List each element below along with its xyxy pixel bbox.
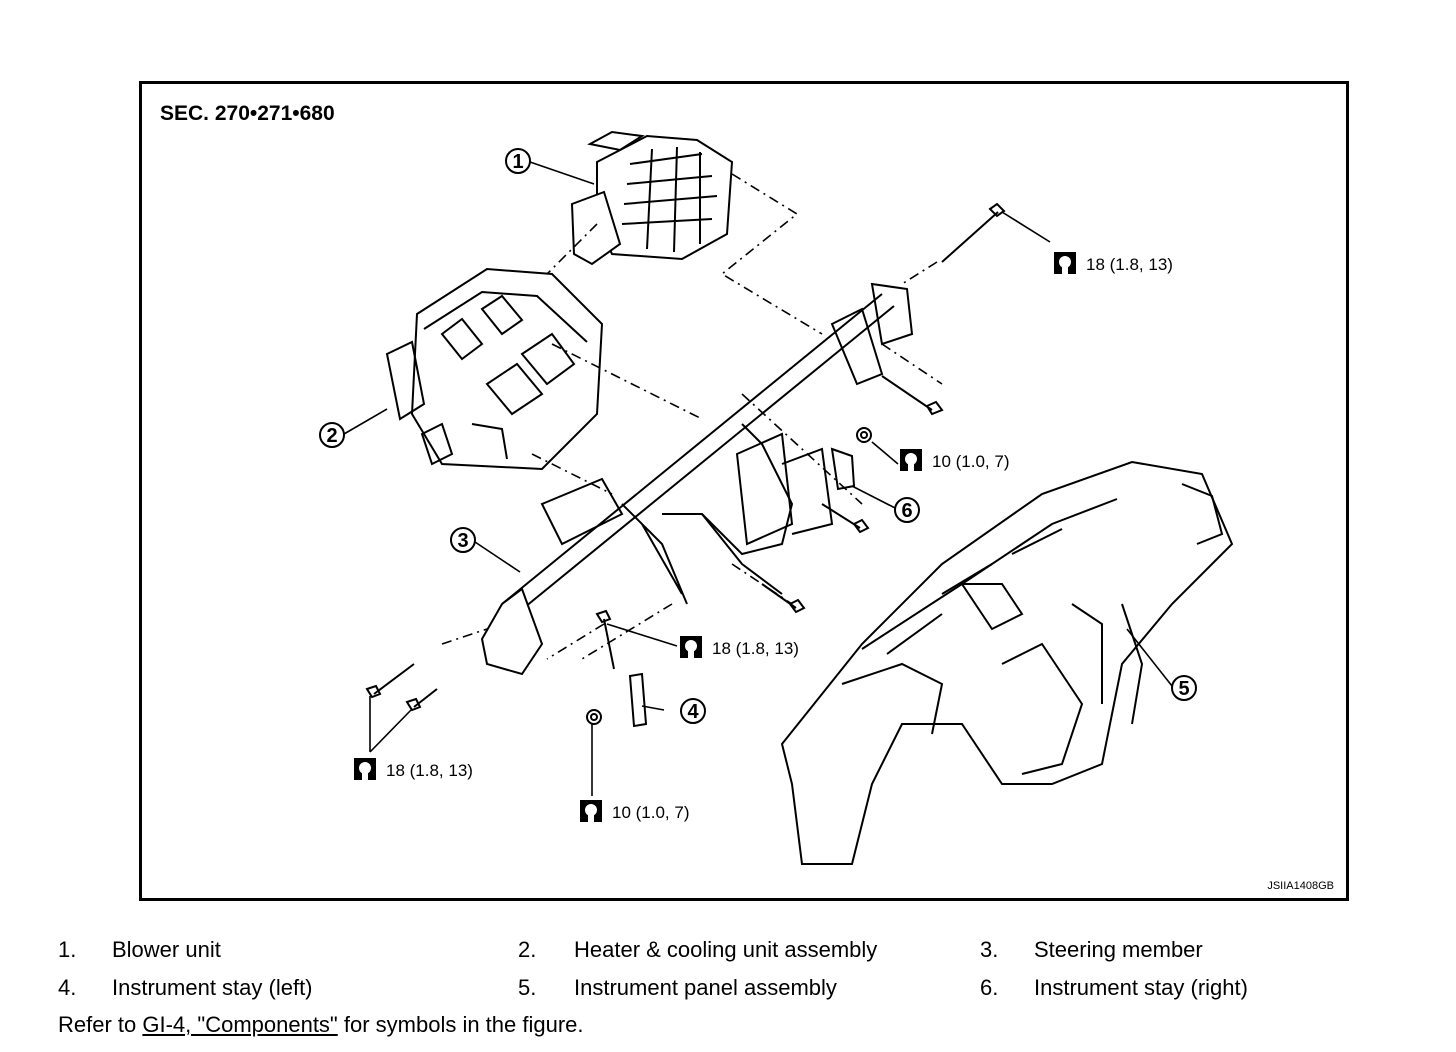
legend-num-3: 3.: [980, 937, 999, 962]
callout-1: 1: [512, 151, 523, 173]
legend-num-6: 6.: [980, 975, 999, 1000]
leader-5: [1126, 628, 1173, 687]
fasteners: [365, 202, 1006, 725]
leader-t1: [1001, 211, 1051, 243]
leader-1: [529, 161, 595, 185]
exploded-diagram: SEC. 270•271•680: [139, 81, 1349, 901]
callout-4: 4: [687, 701, 699, 723]
leader-2: [343, 408, 388, 435]
callout-2: 2: [326, 425, 337, 447]
torque-top-right: 18 (1.8, 13): [1086, 255, 1173, 274]
leader-6: [851, 485, 898, 510]
legend-num-5: 5.: [518, 975, 537, 1000]
instrument-stay-left-drawing: [628, 672, 648, 728]
callout-circle-6: [894, 497, 920, 523]
torque-wrench-icon: [354, 758, 376, 780]
section-label: SEC. 270•271•680: [160, 102, 335, 125]
figure-id: JSIIA1408GB: [1267, 880, 1334, 892]
refer-suffix: for symbols in the figure.: [337, 1012, 584, 1037]
legend-label-3: Steering member: [1034, 937, 1203, 962]
steering-member-drawing: [480, 282, 914, 676]
callout-circle-3: [450, 527, 476, 553]
torque-bottom-center: 10 (1.0, 7): [612, 803, 690, 822]
torque-wrench-icon: [680, 636, 702, 658]
torque-center: 18 (1.8, 13): [712, 639, 799, 658]
leader-t4: [369, 696, 413, 753]
instrument-panel-drawing: [780, 460, 1234, 865]
legend-label-1: Blower unit: [112, 937, 221, 962]
refer-note: Refer to GI-4, "Components" for symbols …: [58, 1012, 584, 1038]
legend-label-6: Instrument stay (right): [1034, 975, 1248, 1000]
instrument-stay-right-drawing: [830, 447, 856, 491]
callout-5: 5: [1178, 678, 1189, 700]
legend-label-2: Heater & cooling unit assembly: [574, 937, 878, 962]
torque-wrench-icon: [1054, 252, 1076, 274]
callout-3: 3: [457, 530, 468, 552]
legend-num-1: 1.: [58, 937, 77, 962]
callout-circle-2: [319, 422, 345, 448]
torque-bottom-left: 18 (1.8, 13): [386, 761, 473, 780]
callout-circle-1: [505, 148, 531, 174]
diagram-drawing: 1 2 3 4 5 6 18 (1.8, 13) 10 (1.0, 7) 18 …: [319, 130, 1234, 865]
legend-num-4: 4.: [58, 975, 77, 1000]
legend-label-5: Instrument panel assembly: [574, 975, 837, 1000]
blower-unit-drawing: [570, 130, 734, 266]
torque-wrench-icon: [580, 800, 602, 822]
callout-circle-5: [1171, 675, 1197, 701]
components-link[interactable]: GI-4, "Components": [142, 1012, 338, 1037]
refer-prefix: Refer to: [58, 1012, 143, 1037]
leader-t2: [871, 441, 899, 465]
heater-cooling-unit-drawing: [385, 267, 604, 471]
leader-4: [641, 705, 665, 711]
torque-wrench-icon: [900, 449, 922, 471]
legend-label-4: Instrument stay (left): [112, 975, 313, 1000]
leader-t3: [606, 623, 678, 647]
callout-circle-4: [680, 698, 706, 724]
torque-mid-right: 10 (1.0, 7): [932, 452, 1010, 471]
leader-3: [474, 541, 521, 573]
legend-num-2: 2.: [518, 937, 537, 962]
callout-6: 6: [901, 500, 912, 522]
